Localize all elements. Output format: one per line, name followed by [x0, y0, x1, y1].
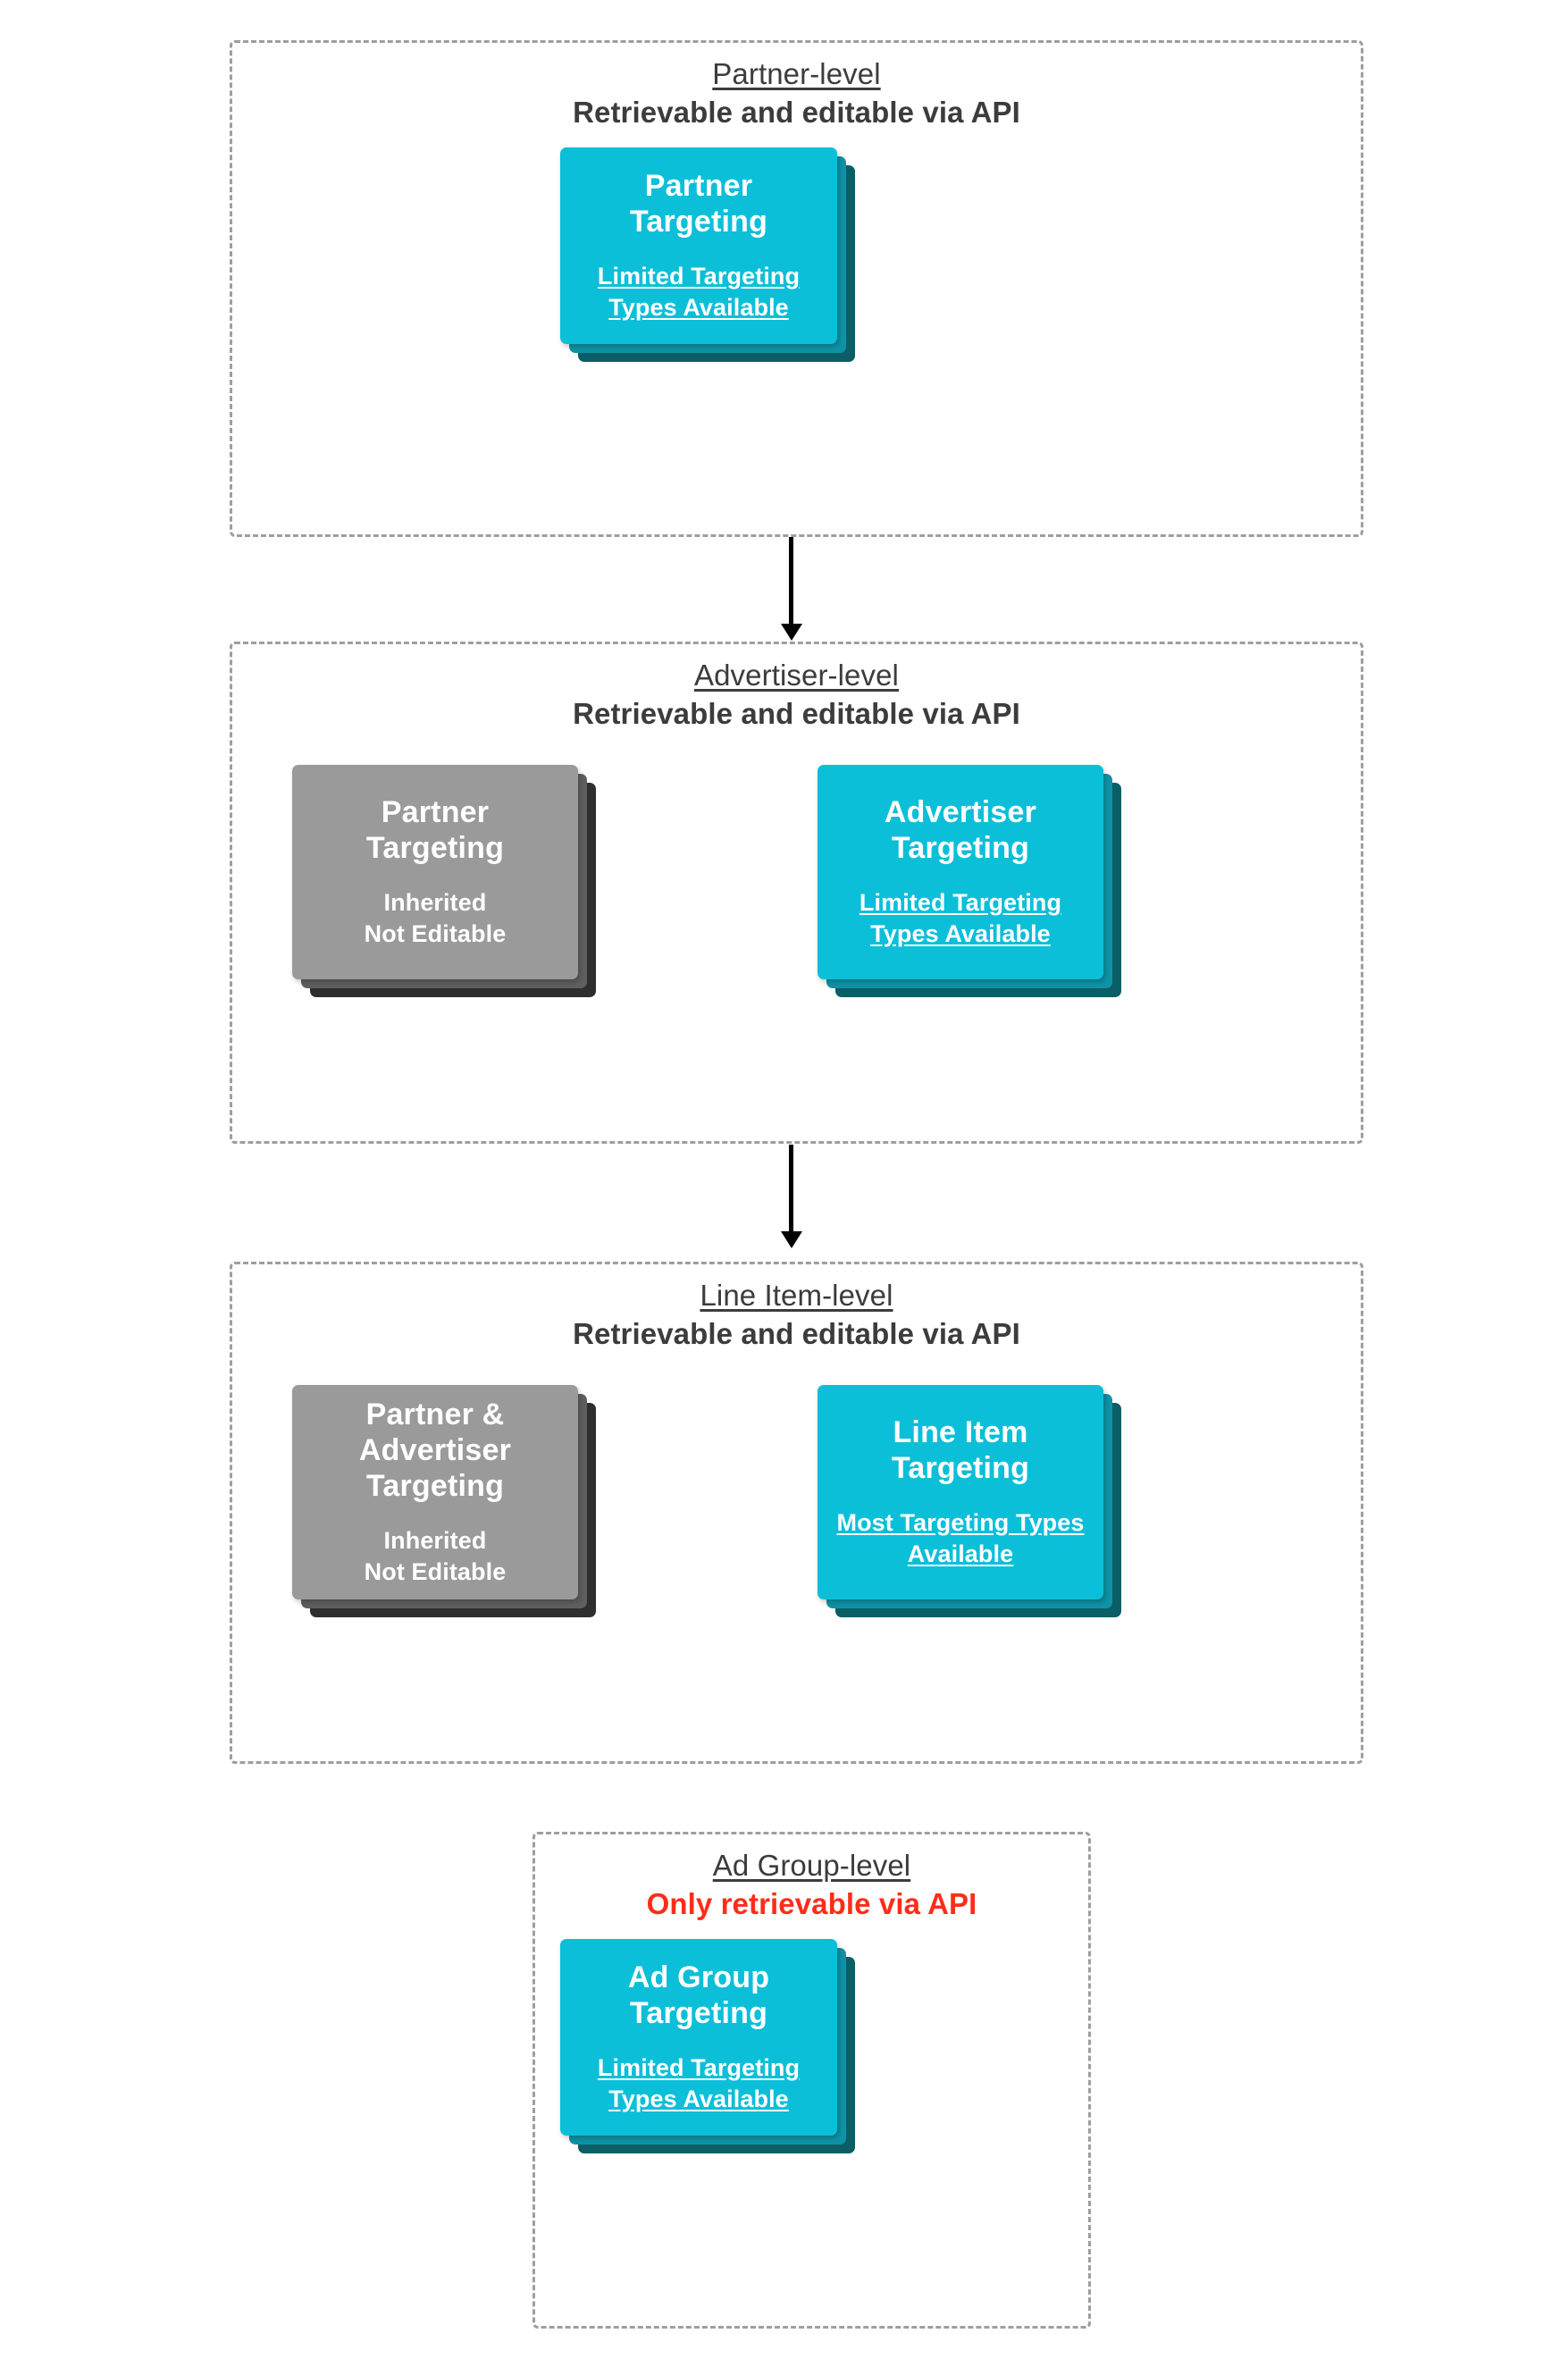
level-header-advertiser: Advertiser-level Retrievable and editabl… — [232, 659, 1361, 732]
level-header-ad-group: Ad Group-level Only retrievable via API — [535, 1849, 1088, 1922]
card-note: Most Targeting Types Available — [836, 1509, 1085, 1568]
level-header-line-item: Line Item-level Retrievable and editable… — [232, 1279, 1361, 1352]
card-ad-group-targeting[interactable]: Ad Group Targeting Limited Targeting Typ… — [560, 1939, 855, 2153]
card-note-line-2: Not Editable — [364, 920, 507, 948]
card-line-item-targeting[interactable]: Line Item Targeting Most Targeting Types… — [818, 1385, 1121, 1617]
card-title: Partner & Advertiser Targeting — [358, 1397, 512, 1503]
card-title: Line Item Targeting — [891, 1414, 1030, 1485]
connector-shaft — [789, 1145, 793, 1231]
card-title: Partner Targeting — [629, 168, 768, 239]
level-name-line-item: Line Item-level — [700, 1279, 893, 1312]
level-name-advertiser: Advertiser-level — [693, 659, 899, 692]
card-layer-front: Partner Targeting Inherited Not Editable — [292, 765, 578, 979]
level-panel-ad-group: Ad Group-level Only retrievable via API … — [532, 1832, 1091, 2329]
level-panel-advertiser: Advertiser-level Retrievable and editabl… — [230, 642, 1363, 1144]
card-title: Partner Targeting — [365, 794, 505, 865]
connector-arrowhead — [781, 1231, 802, 1248]
connector-partner-to-advertiser — [774, 537, 809, 641]
level-header-partner: Partner-level Retrievable and editable v… — [232, 57, 1361, 130]
card-note-line-1: Inherited — [383, 889, 487, 917]
card-layer-front: Line Item Targeting Most Targeting Types… — [818, 1385, 1103, 1599]
card-advertiser-targeting[interactable]: Advertiser Targeting Limited Targeting T… — [818, 765, 1121, 997]
card-layer-front: Partner Targeting Limited Targeting Type… — [560, 147, 837, 344]
level-name-partner: Partner-level — [712, 57, 881, 90]
card-note: Limited Targeting Types Available — [859, 889, 1062, 948]
card-title: Ad Group Targeting — [627, 1960, 770, 2030]
card-note-line-2: Not Editable — [364, 1558, 507, 1586]
connector-arrowhead — [781, 624, 802, 641]
card-note-line-1: Inherited — [383, 1527, 487, 1555]
level-api-access-ad-group: Only retrievable via API — [646, 1887, 977, 1921]
connector-shaft — [789, 537, 793, 624]
card-partner-targeting[interactable]: Partner Targeting Limited Targeting Type… — [560, 147, 855, 362]
connector-advertiser-to-line-item — [774, 1145, 809, 1248]
level-api-access-line-item: Retrievable and editable via API — [573, 1317, 1020, 1351]
level-panel-line-item: Line Item-level Retrievable and editable… — [230, 1262, 1363, 1764]
card-note: Inherited Not Editable — [365, 1525, 507, 1588]
level-name-ad-group: Ad Group-level — [712, 1849, 911, 1882]
card-layer-front: Advertiser Targeting Limited Targeting T… — [818, 765, 1103, 979]
card-note: Inherited Not Editable — [365, 887, 507, 950]
level-api-access-partner: Retrievable and editable via API — [573, 96, 1020, 130]
card-note: Limited Targeting Types Available — [597, 2054, 801, 2113]
level-api-access-advertiser: Retrievable and editable via API — [573, 697, 1020, 731]
card-layer-front: Partner & Advertiser Targeting Inherited… — [292, 1385, 578, 1599]
card-note: Limited Targeting Types Available — [597, 263, 801, 322]
card-layer-front: Ad Group Targeting Limited Targeting Typ… — [560, 1939, 837, 2136]
card-inherited-partner-targeting[interactable]: Partner Targeting Inherited Not Editable — [292, 765, 596, 997]
card-title: Advertiser Targeting — [884, 794, 1037, 865]
card-inherited-partner-advertiser-targeting[interactable]: Partner & Advertiser Targeting Inherited… — [292, 1385, 596, 1617]
level-panel-partner: Partner-level Retrievable and editable v… — [230, 40, 1363, 537]
